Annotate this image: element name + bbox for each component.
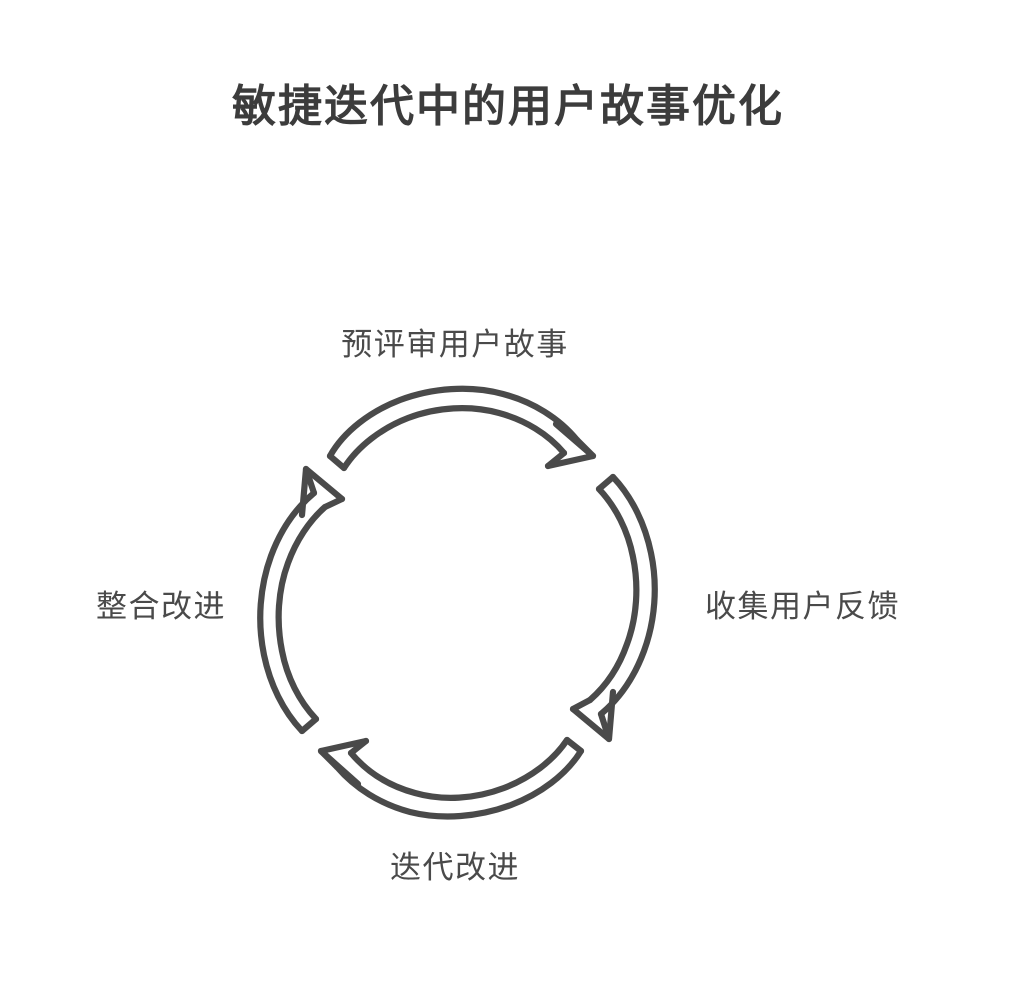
arrow-right bbox=[569, 473, 658, 743]
stage-label-top: 预评审用户故事 bbox=[341, 327, 569, 362]
stage-label-bottom: 迭代改进 bbox=[390, 850, 520, 885]
stage-label-right: 收集用户反馈 bbox=[705, 589, 900, 624]
page-title: 敏捷迭代中的用户故事优化 bbox=[232, 82, 784, 131]
arrow-left bbox=[257, 465, 346, 735]
stage-label-left: 整合改进 bbox=[96, 589, 226, 624]
arrow-bottom bbox=[317, 736, 585, 820]
arrow-top bbox=[326, 385, 597, 472]
